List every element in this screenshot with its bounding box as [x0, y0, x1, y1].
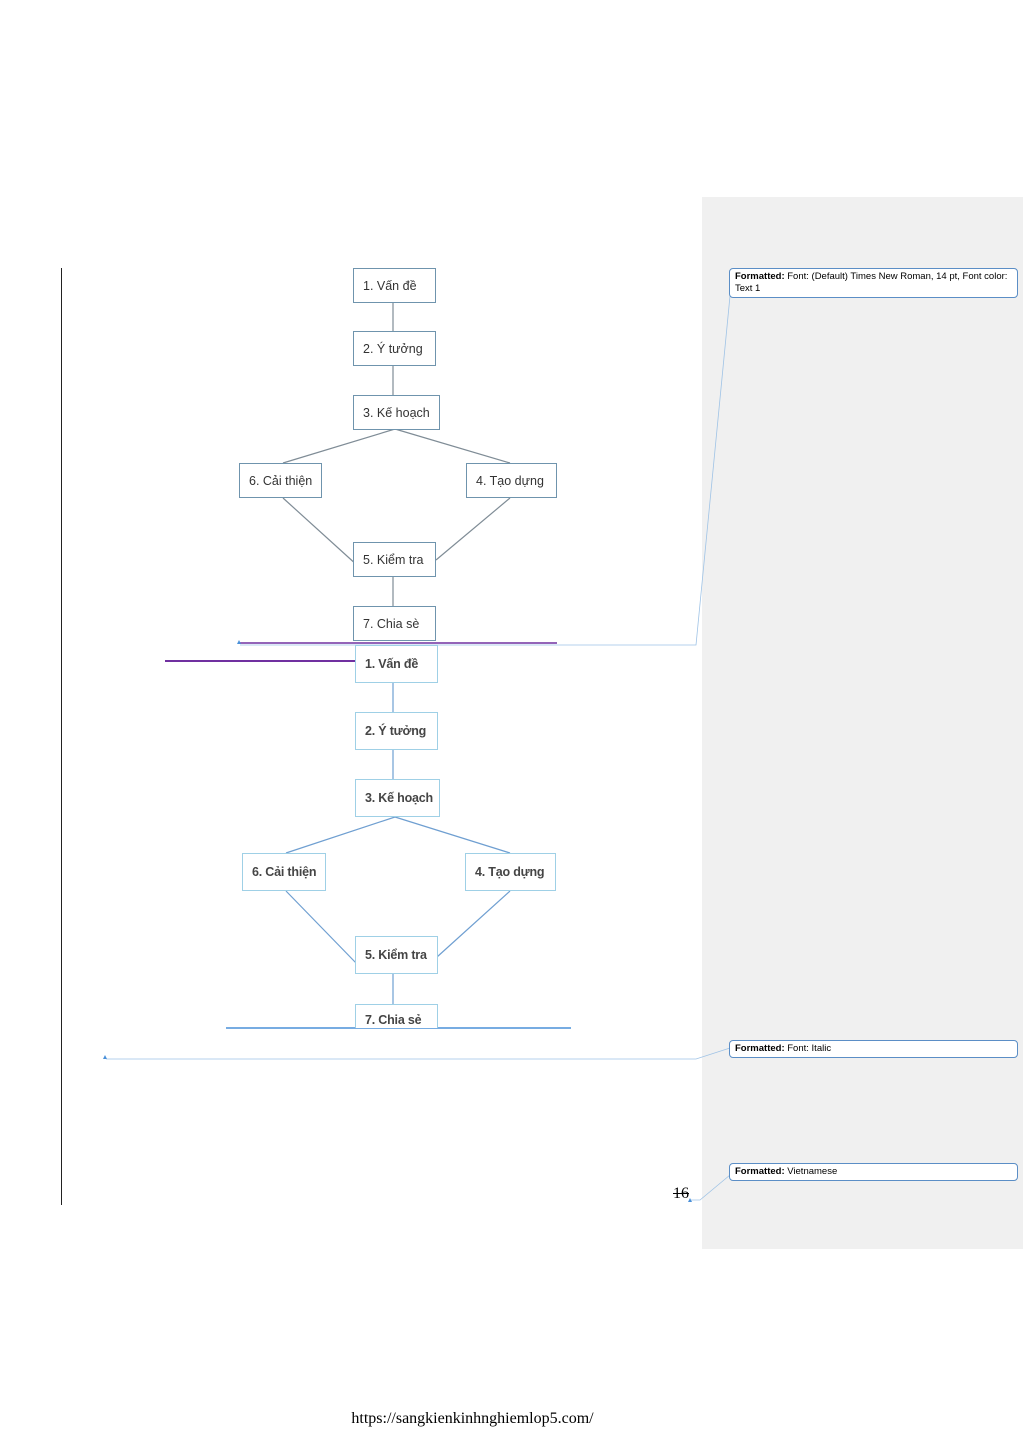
- page-number: 16: [673, 1185, 689, 1202]
- top-box-plan: 3. Kế hoạch: [353, 395, 440, 430]
- comment-label: Formatted:: [735, 1043, 788, 1054]
- comment-label: Formatted:: [735, 271, 788, 282]
- anchor-marker: [103, 1055, 107, 1059]
- top-box-share: 7. Chia sè: [353, 606, 436, 641]
- comment-text: Font: (Default) Times New Roman, 14 pt, …: [735, 271, 1008, 294]
- comment-balloon-font[interactable]: Formatted: Font: (Default) Times New Rom…: [729, 268, 1018, 298]
- footer-url: https://sangkienkinhnghiemlop5.com/: [351, 1410, 594, 1427]
- bottom-box-build: 4. Tạo dựng: [465, 853, 556, 891]
- bottom-box-problem: 1. Vấn đề: [355, 645, 438, 683]
- bottom-diagram-connectors: [285, 683, 511, 1004]
- anchor-marker: [688, 1198, 692, 1202]
- top-box-problem: 1. Vấn đề: [353, 268, 436, 303]
- top-box-improve: 6. Cải thiện: [239, 463, 322, 498]
- bottom-box-idea: 2. Ý tưởng: [355, 712, 438, 750]
- bottom-box-share: 7. Chia sẻ: [355, 1004, 438, 1028]
- comment-text: Font: Italic: [787, 1043, 832, 1054]
- top-box-idea: 2. Ý tưởng: [353, 331, 436, 366]
- change-bar: [61, 268, 62, 1205]
- top-box-build: 4. Tạo dựng: [466, 463, 557, 498]
- top-box-test: 5. Kiểm tra: [353, 542, 436, 577]
- bottom-box-plan: 3. Kế hoạch: [355, 779, 440, 817]
- top-diagram-connectors: [282, 302, 511, 606]
- comment-balloon-language[interactable]: Formatted: Vietnamese: [729, 1163, 1018, 1181]
- bottom-box-improve: 6. Cải thiện: [242, 853, 326, 891]
- bottom-box-test: 5. Kiểm tra: [355, 936, 438, 974]
- comment-balloon-italic[interactable]: Formatted: Font: Italic: [729, 1040, 1018, 1058]
- comment-pane: [702, 197, 1023, 1249]
- anchor-marker: [237, 640, 241, 644]
- comment-text: Vietnamese: [787, 1166, 838, 1177]
- comment-label: Formatted:: [735, 1166, 788, 1177]
